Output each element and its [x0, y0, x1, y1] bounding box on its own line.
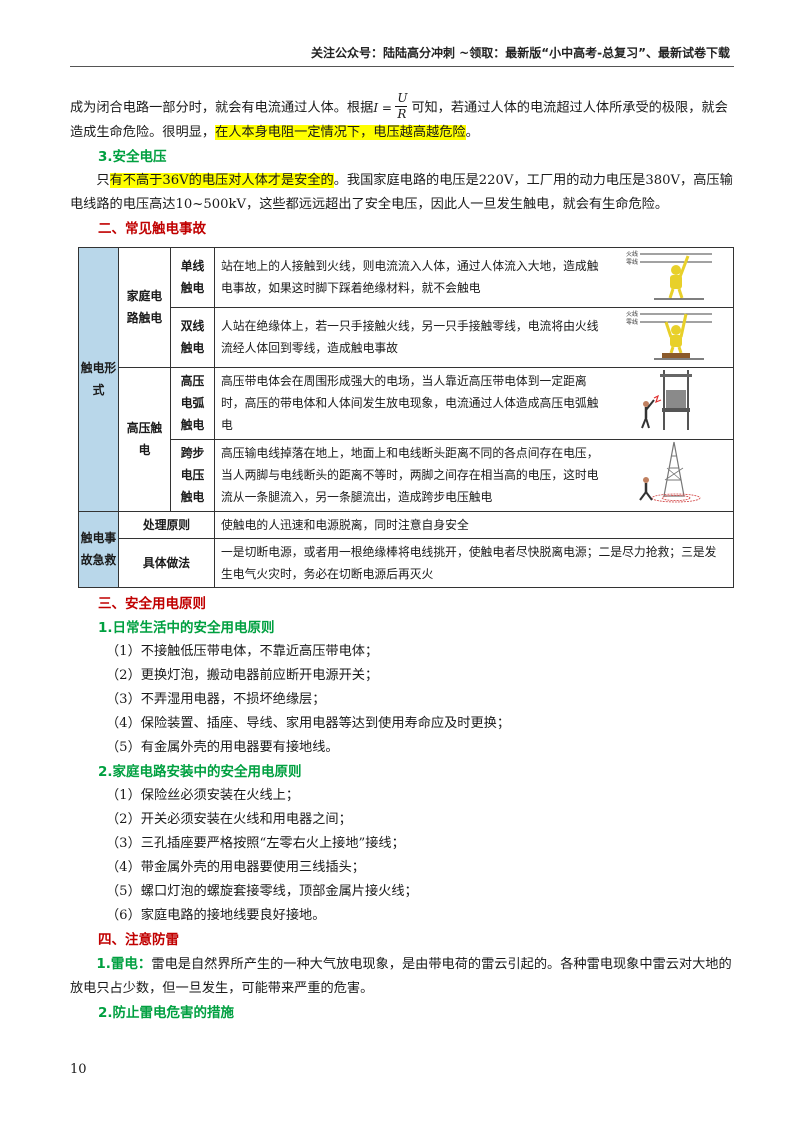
- type-cell: 双线触电: [170, 306, 215, 368]
- list-item: （3）三孔插座要严格按照“左零右火上接地”接线；: [106, 835, 405, 851]
- table-row: 具体做法 一是切断电源，或者用一根绝缘棒将电线挑开，使触电者尽快脱离电源；二是尽…: [79, 537, 734, 588]
- step-voltage-illustration: [639, 441, 701, 502]
- list-item: （1）保险丝必须安装在火线上；: [106, 787, 300, 803]
- form-category-cell: 触电形式: [78, 246, 119, 512]
- list-item: （3）不弄湿用电器，不损坏绝缘层；: [106, 691, 326, 707]
- method-text-cell: 一是切断电源，或者用一根绝缘棒将电线挑开，使触电者尽快脱离电源；二是尽力抢救；三…: [214, 537, 734, 588]
- table-row: 双线触电 人站在绝缘体上，若一只手接触火线，另一只手接触零线，电流将由火线流经人…: [79, 306, 734, 368]
- list-item: （5）有金属外壳的用电器要有接地线。: [106, 739, 339, 755]
- list-item: （5）螺口灯泡的螺旋套接零线，顶部金属片接火线；: [106, 883, 418, 899]
- safe-voltage-highlight: 有不高于36V的电压对人体才是安全的: [109, 172, 334, 188]
- list-item: （4）保险装置、插座、导线、家用电器等达到使用寿命应及时更换；: [106, 715, 511, 731]
- principle-text-cell: 使触电的人迅速和电源脱离，同时注意自身安全: [214, 510, 734, 539]
- img-label-zero: 零线: [626, 258, 638, 266]
- img-label-fire: 火线: [626, 250, 638, 258]
- rescue-category-cell: 触电事故急救: [78, 510, 119, 588]
- arc-shock-illustration: [641, 369, 693, 430]
- list-item: （2）更换灯泡，搬动电器前应断开电源开关；: [106, 667, 379, 683]
- section2-heading: 二、常见触电事故: [98, 220, 206, 237]
- page-number: 10: [70, 1062, 87, 1077]
- table-row: 高压触电 高压电弧触电 高压带电体会在周围形成强大的电场，当人靠近高压带电体到一…: [79, 366, 734, 512]
- formula-numerator: U: [397, 91, 408, 105]
- method-label-cell: 具体做法: [118, 537, 215, 588]
- safe-voltage-paragraph: 只有不高于36V的电压对人体才是安全的。我国家庭电路的电压是220V，工厂用的动…: [70, 169, 734, 217]
- thunder-text: 雷电是自然界所产生的一种大气放电现象，是由带电荷的雷云引起的。各种雷电现象中雷云…: [70, 956, 732, 996]
- household-category-cell: 家庭电路触电: [118, 246, 171, 368]
- image-cell: 火线 零线: [605, 246, 734, 308]
- section3-heading: 三、安全用电原则: [98, 595, 206, 612]
- table-row: 触电事故急救 处理原则 使触电的人迅速和电源脱离，同时注意自身安全: [78, 510, 734, 588]
- section4-heading: 四、注意防雷: [98, 931, 179, 948]
- safe-voltage-heading: 3.安全电压: [98, 148, 167, 165]
- fraction-bar: [395, 106, 408, 107]
- type-cell: 高压电弧触电: [170, 366, 215, 440]
- section3-sub1-heading: 1.日常生活中的安全用电原则: [98, 619, 275, 636]
- section4-sub2-heading: 2.防止雷电危害的措施: [98, 1004, 235, 1021]
- table-row: 触电形式 家庭电路触电 单线触电 站在地上的人接触到火线，则电流流入人体，通过人…: [78, 246, 734, 512]
- image-cell: 火线 零线: [605, 306, 734, 368]
- formula-lhs: I =: [373, 101, 392, 115]
- thunder-label: 1.雷电：: [96, 955, 152, 972]
- intro-text-1: 成为闭合电路一部分时，就会有电流通过人体。根据: [70, 100, 374, 116]
- image-cell: [605, 438, 734, 512]
- type-cell: 跨步电压触电: [170, 438, 215, 512]
- table-row: 跨步电压触电 高压输电线掉落在地上，地面上和电线断头距离不同的各点间存在电压，当…: [79, 438, 734, 512]
- safe-voltage-rest: 。我国家庭电路的电压是220V，工厂用的动力电压是380V，高压输电线路的电压高…: [70, 172, 733, 212]
- single-wire-shock-illustration: 火线 零线: [626, 250, 713, 300]
- list-item: （4）带金属外壳的用电器要使用三线插头；: [106, 859, 365, 875]
- desc-cell: 高压输电线掉落在地上，地面上和电线断头距离不同的各点间存在电压，当人两脚与电线断…: [214, 438, 606, 512]
- electric-shock-table: 触电形式 家庭电路触电 单线触电 站在地上的人接触到火线，则电流流入人体，通过人…: [78, 246, 734, 588]
- page-header: 关注公众号：陆陆高分冲刺 ~领取：最新版“小中高考-总复习”、最新试卷下载: [311, 46, 730, 60]
- img-label-zero: 零线: [626, 318, 638, 326]
- highvolt-category-cell: 高压触电: [118, 366, 171, 512]
- list-item: （2）开关必须安装在火线和用电器之间；: [106, 811, 352, 827]
- type-cell: 单线触电: [170, 246, 215, 308]
- double-wire-shock-illustration: 火线 零线: [626, 310, 713, 360]
- desc-cell: 高压带电体会在周围形成强大的电场，当人靠近高压带电体到一定距离时，高压的带电体和…: [214, 366, 606, 440]
- principle-label-cell: 处理原则: [118, 510, 215, 539]
- image-cell: [605, 366, 734, 440]
- desc-cell: 站在地上的人接触到火线，则电流流入人体，通过人体流入大地，造成触电事故，如果这时…: [214, 246, 606, 308]
- intro-highlight: 在人本身电阻一定情况下，电压越高越危险: [215, 124, 466, 140]
- img-label-fire: 火线: [626, 310, 638, 318]
- header-divider: [70, 66, 734, 67]
- safe-voltage-lead: 只: [96, 172, 110, 188]
- intro-text-2: 可知，若通过人体的电流超过人体所承受的极限，就会造成生命危险。很明显，: [70, 100, 728, 140]
- formula-denominator: R: [397, 107, 407, 121]
- section3-sub2-heading: 2.家庭电路安装中的安全用电原则: [98, 763, 302, 780]
- list-item: （1）不接触低压带电体，不靠近高压带电体；: [106, 643, 379, 659]
- desc-cell: 人站在绝缘体上，若一只手接触火线，另一只手接触零线，电流将由火线流经人体回到零线…: [214, 306, 606, 368]
- thunder-paragraph: 1.雷电：雷电是自然界所产生的一种大气放电现象，是由带电荷的雷云引起的。各种雷电…: [70, 952, 734, 1001]
- list-item: （6）家庭电路的接地线要良好接地。: [106, 907, 326, 923]
- intro-text-end: 。: [465, 124, 479, 140]
